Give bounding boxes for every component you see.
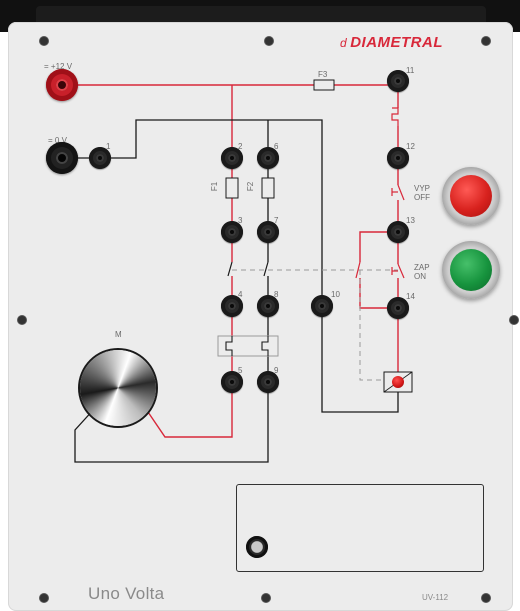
screw-icon [482, 37, 490, 45]
lamp-box [383, 371, 413, 393]
on-button-cap [450, 249, 492, 291]
label-off-line2: OFF [414, 193, 430, 202]
off-contact-icon [391, 184, 405, 201]
contact-q2-icon [263, 261, 269, 277]
socket-2[interactable] [221, 147, 243, 169]
motor-icon [80, 350, 156, 426]
label-terminal-10: 10 [331, 290, 340, 299]
label-terminal-14: 14 [406, 292, 415, 301]
socket-9[interactable] [257, 371, 279, 393]
label-terminal-12: 12 [406, 142, 415, 151]
socket-13[interactable] [387, 221, 409, 243]
socket-5[interactable] [221, 371, 243, 393]
label-off-line1: VYP [414, 184, 431, 193]
socket-6[interactable] [257, 147, 279, 169]
socket-12[interactable] [387, 147, 409, 169]
storage-compartment[interactable] [236, 484, 484, 572]
brand-name: DIAMETRAL [350, 34, 444, 51]
label-terminal-9: 9 [274, 366, 279, 375]
off-pushbutton[interactable] [442, 167, 500, 225]
label-terminal-6: 6 [274, 142, 279, 151]
screw-icon [482, 594, 490, 602]
socket-10[interactable] [311, 295, 333, 317]
on-pushbutton[interactable] [442, 241, 500, 299]
label-terminal-2: 2 [238, 142, 243, 151]
off-button-cap [450, 175, 492, 217]
label-terminal-1: 1 [106, 142, 111, 151]
fuse-f3-icon [313, 79, 335, 91]
contact-q1-icon [227, 261, 233, 277]
label-plus12v: = +12 V [44, 62, 73, 71]
thermal-relay-icon [217, 335, 279, 357]
screw-icon [265, 37, 273, 45]
label-motor: M [115, 330, 122, 339]
label-zero-v: = 0 V [48, 136, 67, 145]
lock-icon[interactable] [246, 536, 268, 558]
socket-11[interactable] [387, 70, 409, 92]
label-fuse-f3: F3 [318, 70, 328, 79]
label-fuse-f1: F1 [210, 181, 220, 192]
socket-3[interactable] [221, 221, 243, 243]
socket-plus12v[interactable] [46, 69, 78, 101]
lamp-icon [392, 376, 404, 388]
screw-icon [510, 316, 518, 324]
socket-14[interactable] [387, 297, 409, 319]
label-terminal-5: 5 [238, 366, 243, 375]
on-contact-icon [391, 263, 405, 279]
label-terminal-8: 8 [274, 290, 279, 299]
label-on-line1: ZAP [414, 263, 430, 272]
screw-icon [18, 316, 26, 324]
footer-title: Uno Volta [88, 584, 165, 603]
label-on-line2: ON [414, 272, 426, 281]
screw-icon [40, 594, 48, 602]
label-fuse-f2: F2 [246, 181, 256, 192]
wire-red-top-rail-right [334, 81, 395, 86]
fuse-f2-icon [261, 177, 275, 199]
screw-icon [262, 594, 270, 602]
screw-icon [40, 37, 48, 45]
socket-zero-v[interactable] [46, 142, 78, 174]
fuse-f1-icon [225, 177, 239, 199]
label-terminal-7: 7 [274, 216, 279, 225]
socket-4[interactable] [221, 295, 243, 317]
thermal-contact-icon [391, 107, 399, 126]
footer-model: UV-112 [422, 593, 449, 602]
label-terminal-11: 11 [406, 66, 415, 75]
label-terminal-13: 13 [406, 216, 415, 225]
top-handle-inner [36, 6, 486, 26]
socket-8[interactable] [257, 295, 279, 317]
label-terminal-4: 4 [238, 290, 243, 299]
socket-7[interactable] [257, 221, 279, 243]
label-terminal-3: 3 [238, 216, 243, 225]
socket-1[interactable] [89, 147, 111, 169]
brand-mark: d [340, 36, 348, 50]
